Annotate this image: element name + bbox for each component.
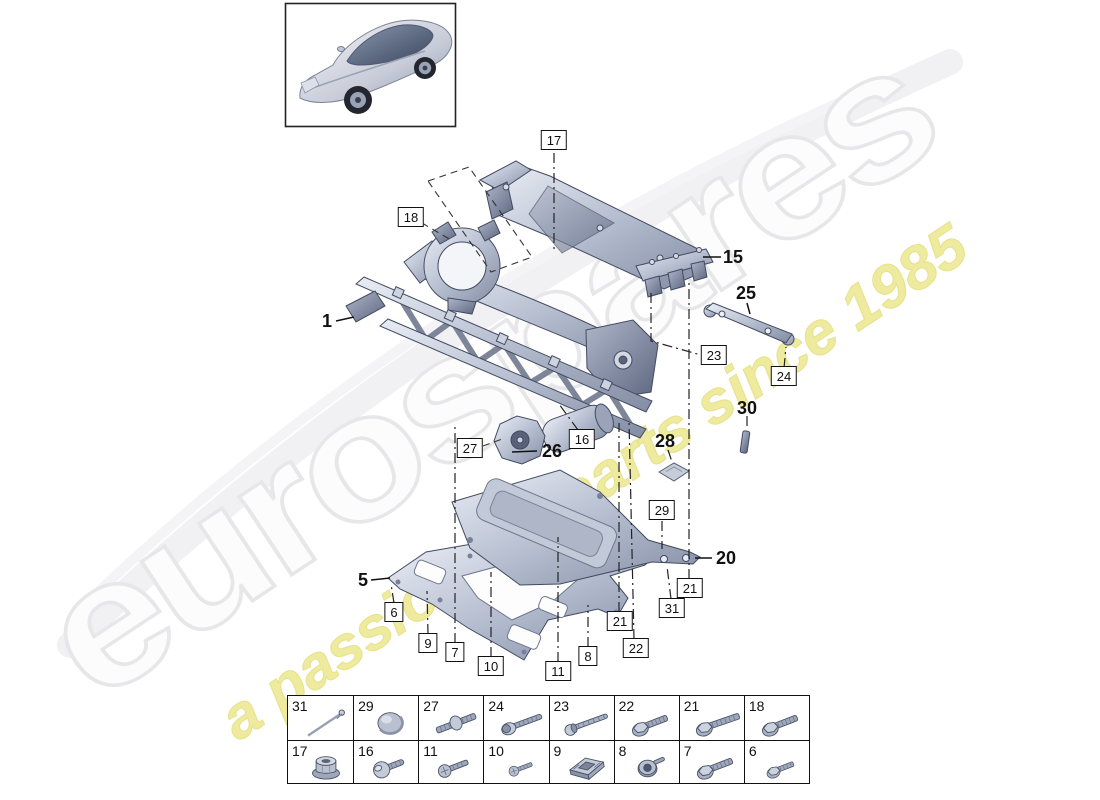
fastener-cell-7[interactable]: 7 — [678, 739, 744, 783]
callout-24[interactable]: 24 — [770, 366, 798, 386]
callout-23[interactable]: 23 — [700, 345, 728, 365]
part-brace-25 — [703, 302, 795, 346]
part-cover-plate-20 — [451, 469, 701, 586]
fastener-cell-31[interactable]: 31 — [288, 696, 353, 740]
leader-lines — [335, 153, 787, 662]
pan-head-screw-icon — [438, 759, 469, 778]
callout-21[interactable]: 21 — [606, 611, 634, 631]
fastener-number: 24 — [488, 698, 504, 714]
small-screw-icon — [508, 762, 532, 777]
flange-bolt-icon — [696, 758, 733, 780]
washer-screw-icon — [500, 713, 542, 735]
part-front-crossmember — [478, 160, 704, 290]
fastener-number: 10 — [488, 742, 504, 759]
porsche-panamera-icon — [299, 19, 453, 114]
fastener-cell-6[interactable]: 6 — [743, 739, 809, 783]
fastener-cell-23[interactable]: 23 — [548, 696, 614, 740]
callout-22[interactable]: 22 — [622, 638, 650, 658]
callout-18[interactable]: 18 — [397, 207, 425, 227]
fastener-cell-22[interactable]: 22 — [613, 696, 679, 740]
fastener-cell-16[interactable]: 16 — [353, 739, 419, 783]
fastener-cell-11[interactable]: 11 — [418, 739, 484, 783]
fastener-number: 22 — [618, 698, 635, 714]
fastener-number: 18 — [748, 698, 765, 714]
callout-28[interactable]: 28 — [654, 431, 676, 451]
fastener-cell-24[interactable]: 24 — [483, 696, 548, 740]
flange-bolt-icon — [631, 714, 668, 737]
callout-11[interactable]: 11 — [545, 661, 571, 681]
fastener-number: 23 — [553, 698, 570, 714]
part-pin-30 — [739, 430, 751, 454]
fastener-number: 11 — [423, 742, 438, 759]
fastener-number: 16 — [358, 742, 374, 759]
callout-21[interactable]: 21 — [676, 578, 704, 598]
part-pad-28 — [658, 462, 690, 482]
fastener-number: 27 — [423, 698, 439, 714]
fastener-cell-9[interactable]: 9 — [548, 739, 614, 783]
vehicle-thumbnail — [284, 2, 457, 128]
fastener-cell-18[interactable]: 18 — [743, 696, 809, 740]
callout-8[interactable]: 8 — [578, 646, 598, 666]
fastener-cell-29[interactable]: 29 — [353, 696, 418, 740]
fastener-cell-10[interactable]: 10 — [483, 739, 549, 783]
callout-1[interactable]: 1 — [321, 311, 333, 331]
double-stud-icon — [436, 712, 477, 733]
fastener-cell-27[interactable]: 27 — [418, 696, 483, 740]
part-retainer-15 — [635, 247, 714, 298]
fastener-number: 9 — [553, 742, 562, 759]
callout-30[interactable]: 30 — [736, 398, 758, 418]
callout-5[interactable]: 5 — [357, 570, 369, 590]
clip-nut-icon — [568, 757, 605, 781]
callout-9[interactable]: 9 — [418, 633, 438, 653]
fastener-number: 31 — [292, 698, 308, 714]
small-flange-bolt-icon — [766, 761, 795, 779]
callout-15[interactable]: 15 — [722, 247, 744, 267]
callout-25[interactable]: 25 — [735, 283, 757, 303]
long-bolt-icon — [564, 713, 608, 736]
fastener-number: 6 — [748, 742, 757, 759]
fastener-number: 8 — [618, 742, 627, 759]
callout-27[interactable]: 27 — [456, 438, 484, 458]
callout-20[interactable]: 20 — [715, 548, 737, 568]
fastener-number: 21 — [683, 698, 700, 714]
grommet-pin-icon — [637, 756, 665, 778]
round-head-bolt-icon — [373, 759, 405, 779]
part-bracket-18 — [403, 219, 501, 315]
fastener-number: 7 — [683, 742, 692, 759]
callout-16[interactable]: 16 — [568, 429, 596, 449]
callout-31[interactable]: 31 — [658, 598, 686, 618]
flange-bolt-long-icon — [695, 712, 740, 737]
callout-7[interactable]: 7 — [445, 642, 465, 662]
callout-10[interactable]: 10 — [477, 656, 505, 676]
cotter-pin-icon — [307, 709, 346, 737]
fastener-number: 17 — [292, 742, 308, 759]
part-subframe-truss — [345, 276, 653, 439]
cap-plug-icon — [377, 711, 405, 735]
flange-bolt-icon — [762, 714, 799, 737]
callout-29[interactable]: 29 — [648, 500, 676, 520]
flange-nut-icon — [312, 756, 341, 780]
fastener-cell-21[interactable]: 21 — [678, 696, 744, 740]
fastener-cell-17[interactable]: 17 — [288, 739, 354, 784]
callout-26[interactable]: 26 — [541, 441, 563, 461]
callout-17[interactable]: 17 — [540, 130, 568, 150]
fastener-table: 31 29 27 24 23 22 21 18 17 16 11 10 9 8 7 6 — [287, 695, 810, 784]
fastener-cell-8[interactable]: 8 — [613, 739, 679, 783]
callout-6[interactable]: 6 — [384, 602, 404, 622]
fastener-number: 29 — [358, 698, 374, 714]
